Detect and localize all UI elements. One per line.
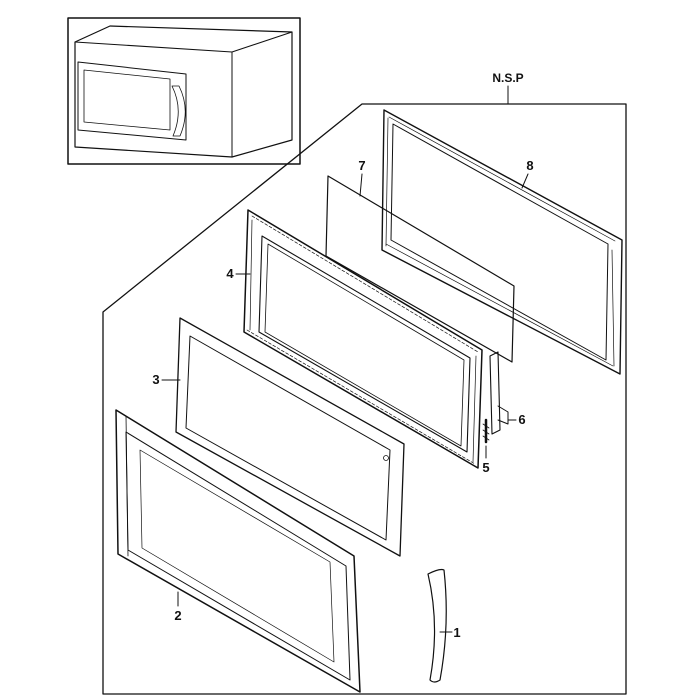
callout-4: 4 <box>226 266 234 281</box>
callout-5: 5 <box>482 460 489 475</box>
leader-8 <box>521 173 529 189</box>
callout-6: 6 <box>518 412 525 427</box>
microwave-inset <box>67 17 301 165</box>
callout-labels: N.S.P 8 7 4 3 5 6 2 1 <box>152 71 533 640</box>
microwave-handle-icon <box>171 85 186 137</box>
part-4-inner-frame <box>243 209 483 469</box>
part-5-latch-spring <box>482 418 490 444</box>
callout-8: 8 <box>526 158 533 173</box>
inset-frame <box>67 17 301 165</box>
callout-7: 7 <box>358 158 365 173</box>
microwave-body <box>74 25 293 158</box>
microwave-window <box>83 69 171 131</box>
part-3-choke-frame <box>175 317 405 557</box>
leader-7 <box>359 173 363 197</box>
callout-1: 1 <box>453 625 460 640</box>
frame-screw-icon <box>383 455 389 461</box>
callout-nsp: N.S.P <box>492 71 523 85</box>
part-1-handle <box>427 568 447 683</box>
part-2-outer-door <box>115 409 361 693</box>
part-7-glass-panel <box>325 175 515 363</box>
callout-2: 2 <box>174 608 181 623</box>
microwave-door <box>77 61 187 141</box>
exploded-view-boundary <box>102 103 627 695</box>
part-6-latch-hook <box>489 351 509 435</box>
callout-3: 3 <box>152 372 159 387</box>
leader-lines <box>161 85 529 633</box>
part-8-rear-frame <box>381 109 623 375</box>
microwave-top-edge <box>74 31 293 53</box>
